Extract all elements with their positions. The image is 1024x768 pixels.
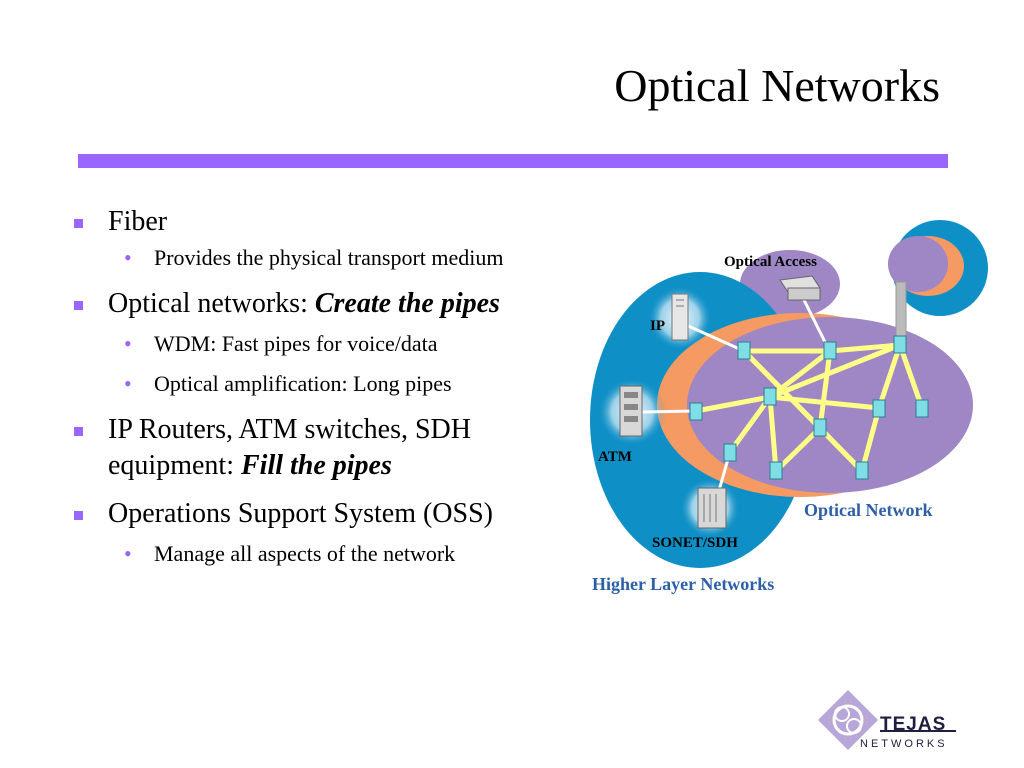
node-icon xyxy=(723,443,737,462)
node-icon xyxy=(689,402,703,421)
node-icon xyxy=(769,461,783,480)
optical-access-device-icon xyxy=(779,275,821,301)
sub-bullet: • Provides the physical transport medium xyxy=(70,242,590,274)
bullet-emphasis: Fill the pipes xyxy=(240,450,392,481)
square-bullet-icon xyxy=(74,219,83,228)
label-atm: ATM xyxy=(598,449,632,465)
network-nodes xyxy=(689,335,929,480)
bullet-text: Optical networks: xyxy=(108,288,315,319)
slide-title: Optical Networks xyxy=(614,60,940,111)
sonet-sdh-icon xyxy=(697,487,727,529)
bullet-oss: Operations Support System (OSS) xyxy=(70,496,590,532)
bullet-text: Operations Support System (OSS) xyxy=(108,498,493,529)
label-sonet-sdh: SONET/SDH xyxy=(652,535,738,551)
label-optical-network: Optical Network xyxy=(804,500,933,520)
label-higher-layer: Higher Layer Networks xyxy=(592,574,775,594)
bullet-optical-networks: Optical networks: Create the pipes xyxy=(70,286,590,322)
sub-bullet: • WDM: Fast pipes for voice/data xyxy=(70,328,590,360)
sub-bullet: • Optical amplification: Long pipes xyxy=(70,368,590,400)
bullet-routers: IP Routers, ATM switches, SDH equipment:… xyxy=(70,412,590,484)
sub-bullet: • Manage all aspects of the network xyxy=(70,538,590,570)
bullet-list: Fiber • Provides the physical transport … xyxy=(70,196,590,570)
dot-bullet-icon: • xyxy=(124,541,132,566)
dot-bullet-icon: • xyxy=(124,371,132,396)
atm-switch-icon xyxy=(619,385,643,437)
logo-subtitle: NETWORKS xyxy=(860,738,948,750)
node-icon xyxy=(737,341,751,360)
bullet-fiber: Fiber xyxy=(70,204,590,240)
access-cloud-purple xyxy=(888,236,948,292)
dot-bullet-icon: • xyxy=(124,331,132,356)
node-icon xyxy=(893,335,907,354)
node-icon xyxy=(855,461,869,480)
square-bullet-icon xyxy=(74,427,83,436)
access-fiber-pole xyxy=(895,281,907,345)
bullet-text: IP Routers, ATM switches, SDH equipment: xyxy=(108,414,471,481)
node-icon xyxy=(763,387,777,406)
tejas-logo-icon xyxy=(818,690,956,750)
square-bullet-icon xyxy=(74,301,83,310)
sub-bullet-text: Manage all aspects of the network xyxy=(154,541,456,566)
ip-router-icon xyxy=(671,293,689,341)
bullet-text: Fiber xyxy=(108,206,168,237)
sub-bullet-text: Optical amplification: Long pipes xyxy=(154,371,452,396)
square-bullet-icon xyxy=(74,511,83,520)
label-optical-access: Optical Access xyxy=(724,254,817,270)
logo-wordmark: TEJAS xyxy=(880,714,947,735)
sub-bullet-text: WDM: Fast pipes for voice/data xyxy=(154,331,438,356)
sub-bullet-text: Provides the physical transport medium xyxy=(154,245,504,270)
bullet-emphasis: Create the pipes xyxy=(314,288,500,319)
title-rule xyxy=(78,154,948,168)
dot-bullet-icon: • xyxy=(124,245,132,270)
node-icon xyxy=(823,341,837,360)
fiber-links xyxy=(695,342,925,473)
node-icon xyxy=(813,418,827,437)
node-icon xyxy=(872,399,886,418)
label-ip: IP xyxy=(650,318,665,334)
node-icon xyxy=(915,399,929,418)
